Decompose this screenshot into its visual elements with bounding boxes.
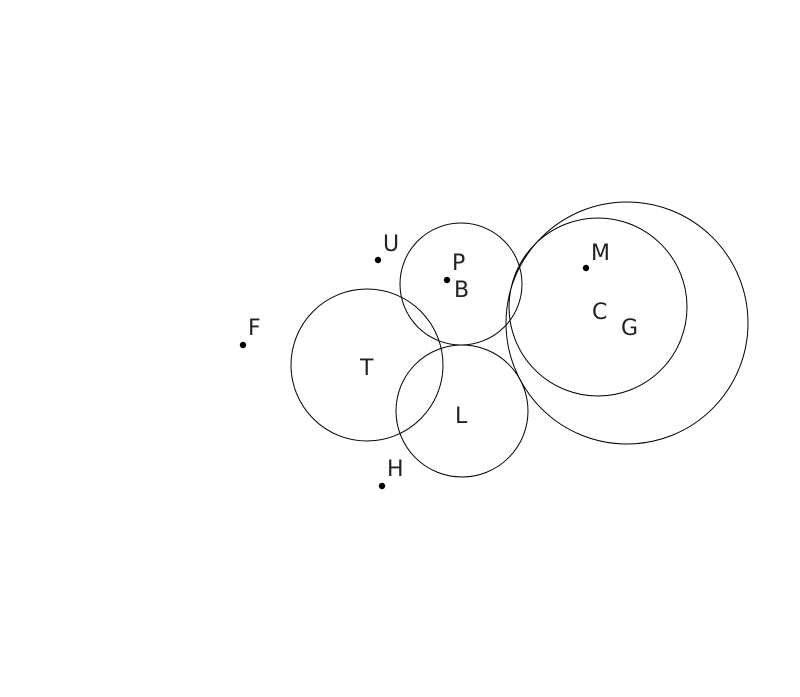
circle-C <box>508 217 688 397</box>
point-H-label: H <box>387 457 404 482</box>
point-F-label: F <box>248 316 261 341</box>
circle-B-label: B <box>454 278 469 303</box>
circle-C-label: C <box>592 300 607 325</box>
point-H-dot <box>378 482 386 490</box>
circle-G <box>505 201 749 445</box>
point-U-dot <box>374 256 382 264</box>
circle-T <box>290 288 444 442</box>
circle-G-label: G <box>621 316 638 341</box>
point-M-label: M <box>591 241 610 266</box>
point-P-dot <box>443 276 451 284</box>
point-M-dot <box>582 264 590 272</box>
point-U-label: U <box>383 232 399 257</box>
circle-L-label: L <box>455 404 468 429</box>
circle-T-label: T <box>359 356 374 381</box>
circle-L <box>395 344 529 478</box>
point-P-label: P <box>452 251 465 276</box>
point-F-dot <box>239 341 247 349</box>
